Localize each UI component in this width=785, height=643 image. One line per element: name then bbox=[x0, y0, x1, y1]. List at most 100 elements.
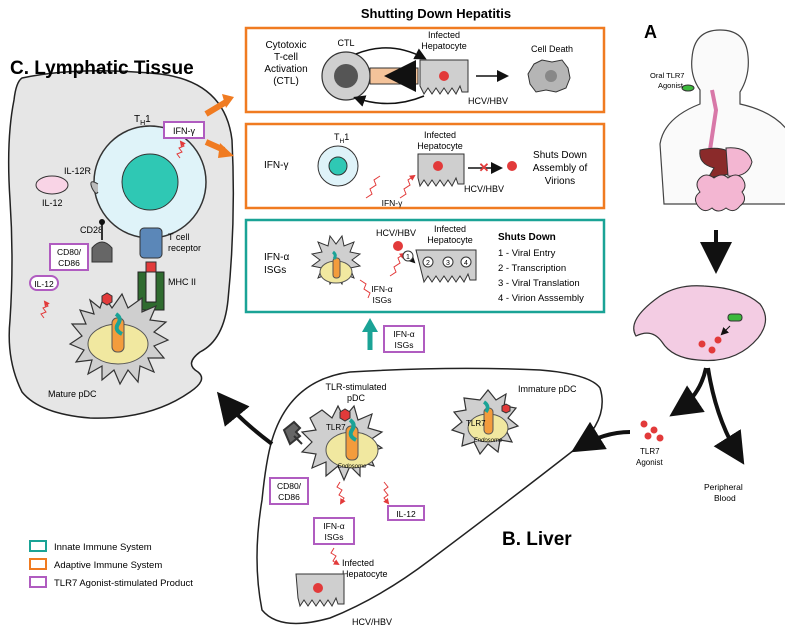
ctl-infected-2: Hepatocyte bbox=[421, 41, 467, 51]
il12-molecule bbox=[35, 175, 69, 195]
agonist-dot-1 bbox=[640, 420, 648, 428]
ifng-virus-inside bbox=[433, 161, 443, 171]
immature-pdc-label: Immature pDC bbox=[518, 384, 577, 394]
tlr-pdc-tlr7 bbox=[348, 418, 357, 442]
immature-pdc-endosome-label: Endosome bbox=[474, 438, 503, 444]
ifna-pdc-endosome bbox=[332, 257, 341, 279]
between-ifna-1: IFN-α bbox=[393, 329, 415, 339]
ifng-box-label: IFN-γ bbox=[264, 160, 288, 171]
tlr-pdc-label-2: pDC bbox=[347, 393, 366, 403]
stomach-dissolve-arrow bbox=[720, 325, 731, 336]
liver-ifna-2: ISGs bbox=[325, 532, 344, 542]
tlr-pdc-endosome-label: Endosome bbox=[338, 464, 367, 470]
liver-il12-signal bbox=[383, 481, 390, 505]
legend-swatch-tlr7 bbox=[29, 576, 47, 588]
ctl-infected-1: Infected bbox=[428, 30, 460, 40]
liver-infected-2: Hepatocyte bbox=[342, 569, 388, 579]
oral-agonist-pill bbox=[681, 84, 695, 92]
panel-c-label: C. Lymphatic Tissue bbox=[10, 58, 194, 79]
ifna-step-1: 1 - Viral Entry bbox=[498, 248, 556, 259]
ifng-infected-2: Hepatocyte bbox=[417, 141, 463, 151]
lymph-cd80-line2: CD86 bbox=[58, 258, 80, 268]
liver-virus bbox=[313, 583, 323, 593]
liver-cd80-box bbox=[269, 477, 309, 505]
tlr7-agonist-2: Agonist bbox=[636, 458, 663, 467]
stomach-pill bbox=[727, 313, 743, 322]
lymph-cd80-line1: CD80/ bbox=[57, 247, 82, 257]
il12r-receptor bbox=[90, 181, 99, 194]
dead-cell-nucleus bbox=[545, 70, 557, 82]
panel-a-label: A bbox=[644, 22, 657, 42]
tlr-pdc-label-1: TLR-stimulated bbox=[325, 382, 386, 392]
liver-ifna-to-hep bbox=[330, 547, 340, 566]
orange-arrowhead-ifng bbox=[218, 143, 234, 158]
liver-il12-box bbox=[387, 505, 425, 521]
legend-label-innate: Innate Immune System bbox=[54, 542, 152, 553]
lymph-il12-signal bbox=[40, 300, 50, 319]
cd28-label: CD28 bbox=[80, 225, 103, 235]
ifna-shuts-down: Shuts Down bbox=[498, 232, 556, 243]
ifna-small-1: IFN-α bbox=[371, 284, 393, 294]
oral-agonist-1: Oral TLR7 bbox=[650, 71, 684, 80]
figure-title: Shutting Down Hepatitis bbox=[361, 6, 511, 21]
liver-infected-1: Infected bbox=[342, 558, 374, 568]
ifna-step-3: 3 - Viral Translation bbox=[498, 278, 580, 289]
ifna-small-2: ISGs bbox=[373, 295, 392, 305]
ifna-signal-right bbox=[389, 252, 406, 277]
mature-pdc-tlr7 bbox=[114, 312, 123, 336]
ctl-box-label-3: Activation bbox=[264, 64, 307, 75]
ifng-th1-nucleus bbox=[328, 156, 348, 176]
ifna-step-circle-2 bbox=[422, 256, 434, 268]
agonist-dot-3 bbox=[644, 432, 652, 440]
ifna-box-label-2: ISGs bbox=[264, 265, 286, 276]
lymph-ifng-signal bbox=[176, 140, 186, 159]
ifng-virus-label: HCV/HBV bbox=[464, 184, 504, 194]
ifna-step-num-2: 2 bbox=[426, 260, 430, 267]
liver-cd80-receptor bbox=[282, 420, 303, 446]
lymph-th1-label: TH1 bbox=[134, 114, 151, 127]
legend-swatch-innate bbox=[29, 540, 47, 552]
ctl-box-label-1: Cytotoxic bbox=[265, 40, 306, 51]
panel-b-label: B. Liver bbox=[502, 529, 572, 550]
mature-pdc-agonist bbox=[101, 292, 113, 306]
orange-arrowhead-ctl bbox=[222, 94, 234, 108]
teal-up-arrowhead bbox=[362, 318, 378, 332]
ifna-step-num-3: 3 bbox=[446, 260, 450, 267]
ctl-virus-label: HCV/HBV bbox=[468, 96, 508, 106]
ifng-block-x: ✕ bbox=[479, 160, 490, 175]
intestines-organ bbox=[694, 174, 746, 212]
liver-il12-label: IL-12 bbox=[396, 509, 416, 519]
mature-pdc-label: Mature pDC bbox=[48, 389, 97, 399]
cd28-tip bbox=[99, 219, 105, 225]
liver-cd80-line2: CD86 bbox=[278, 492, 300, 502]
ifna-step-num-4: 4 bbox=[464, 260, 468, 267]
immature-pdc-agonist bbox=[501, 403, 511, 414]
ctl-arrow-top bbox=[355, 47, 427, 60]
ifng-result-1: Shuts Down bbox=[533, 150, 587, 161]
legend-label-tlr7: TLR7 Agonist-stimulated Product bbox=[54, 578, 193, 589]
stomach-agonist-1 bbox=[698, 340, 706, 348]
stomach-to-agonist-arrow bbox=[669, 367, 708, 417]
lymph-il12-box bbox=[29, 275, 59, 291]
il12-label: IL-12 bbox=[42, 198, 63, 208]
ctl-cell-label: CTL bbox=[337, 38, 354, 48]
ifng-signal-right bbox=[399, 174, 416, 199]
tlr-pdc-agonist bbox=[339, 408, 351, 422]
ifng-signal-left bbox=[365, 175, 381, 199]
liver-ifna-signal bbox=[336, 481, 346, 505]
ifng-th1-label: TH1 bbox=[334, 132, 349, 145]
immature-pdc-tlr7-label: TLR7 bbox=[466, 419, 486, 428]
ifna-infected-1: Infected bbox=[434, 224, 466, 234]
ifna-step-circle-4 bbox=[460, 256, 472, 268]
lymph-cd80-box bbox=[49, 243, 89, 271]
agonist-to-liver-arrow bbox=[571, 421, 631, 453]
legend-swatch-adaptive bbox=[29, 558, 47, 570]
ifna-step-2: 2 - Transcription bbox=[498, 263, 566, 274]
liver-cd80-line1: CD80/ bbox=[277, 481, 302, 491]
orange-arrow-to-ctl bbox=[204, 99, 228, 117]
tlr-pdc-tlr7-label: TLR7 bbox=[326, 423, 346, 432]
ifna-step-4: 4 - Virion Asssembly bbox=[498, 293, 584, 304]
ifna-virus bbox=[393, 241, 403, 251]
